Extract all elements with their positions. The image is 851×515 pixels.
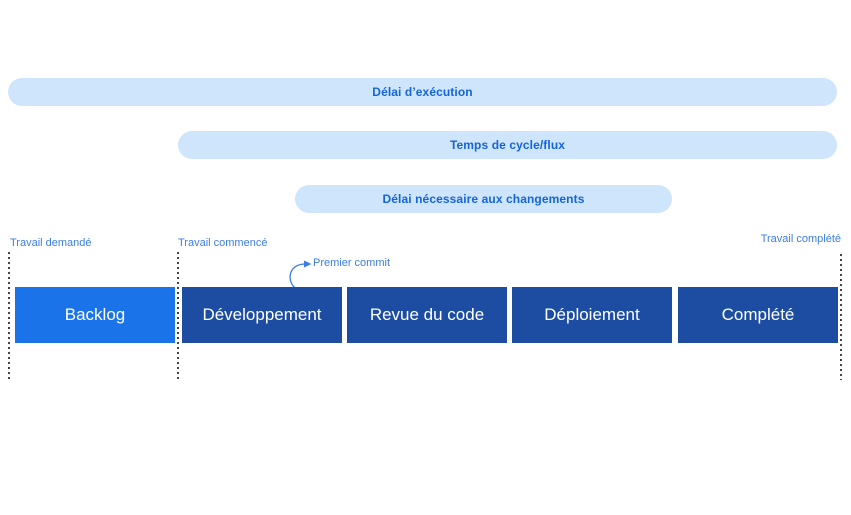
stage-deployment-label: Déploiement (544, 305, 640, 324)
stage-completed: Complété (678, 287, 838, 343)
work-started-boundary-line (177, 252, 179, 380)
work-requested-boundary-line (8, 252, 10, 380)
change-lead-time-label: Délai nécessaire aux changements (382, 192, 585, 206)
curved-arrow-icon (289, 260, 312, 289)
lead-time-bar: Délai d’exécution (8, 78, 837, 106)
first-commit-annotation: Premier commit (313, 257, 391, 269)
stage-development: Développement (182, 287, 342, 343)
stage-code-review: Revue du code (347, 287, 507, 343)
stage-backlog: Backlog (15, 287, 175, 343)
lead-time-label: Délai d’exécution (372, 85, 473, 99)
work-requested-label: Travail demandé (10, 237, 92, 249)
work-completed-label: Travail complété (760, 233, 841, 245)
stage-development-label: Développement (202, 305, 322, 324)
stage-backlog-label: Backlog (64, 305, 126, 324)
change-lead-time-bar: Délai nécessaire aux changements (295, 185, 672, 213)
cycle-time-label: Temps de cycle/flux (449, 138, 566, 152)
stage-code-review-label: Revue du code (369, 305, 485, 324)
cycle-time-bar: Temps de cycle/flux (178, 131, 837, 159)
work-completed-boundary-line (840, 254, 842, 380)
stage-deployment: Déploiement (512, 287, 672, 343)
work-started-label: Travail commencé (178, 237, 268, 249)
stage-completed-label: Complété (721, 305, 795, 324)
